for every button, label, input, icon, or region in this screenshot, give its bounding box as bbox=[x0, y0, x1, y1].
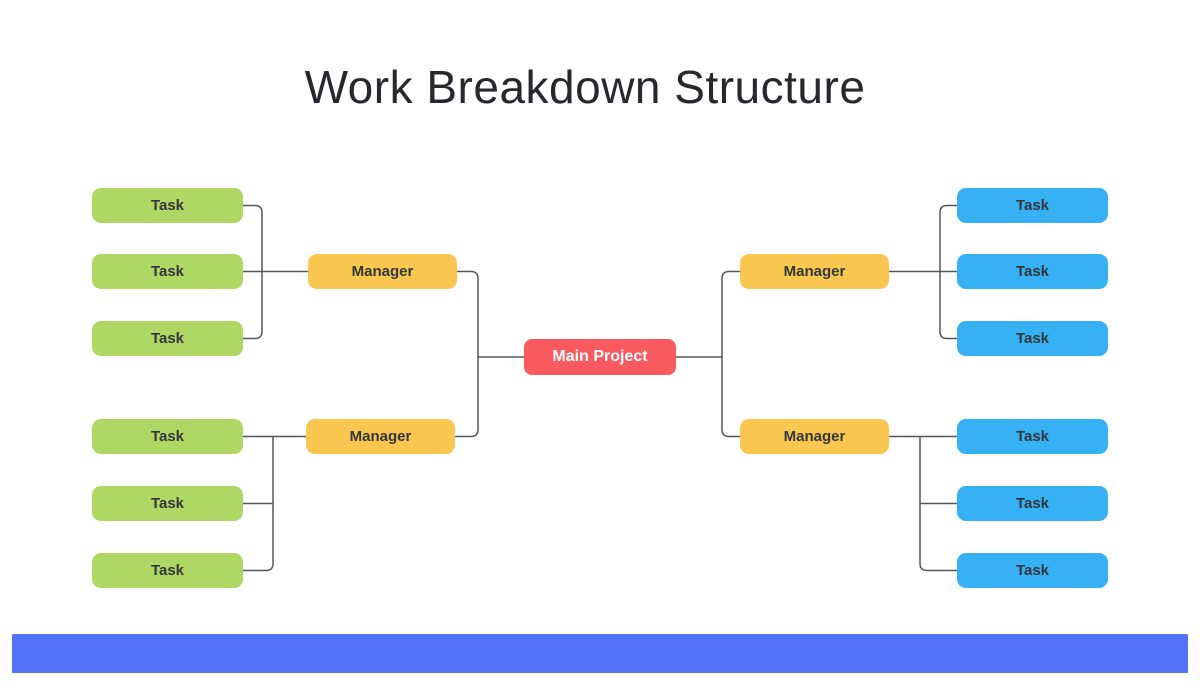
task-node-left-bottom-2[interactable]: Task bbox=[92, 486, 243, 521]
page-title: Work Breakdown Structure bbox=[304, 61, 866, 113]
task-node-right-bottom-2[interactable]: Task bbox=[957, 486, 1108, 521]
footer-accent-bar bbox=[12, 634, 1188, 673]
task-node-left-bottom-3[interactable]: Task bbox=[92, 553, 243, 588]
task-node-right-top-1[interactable]: Task bbox=[957, 188, 1108, 223]
task-node-right-top-2[interactable]: Task bbox=[957, 254, 1108, 289]
task-node-right-top-3[interactable]: Task bbox=[957, 321, 1108, 356]
task-node-left-top-3[interactable]: Task bbox=[92, 321, 243, 356]
task-node-right-bottom-1[interactable]: Task bbox=[957, 419, 1108, 454]
task-node-right-bottom-3[interactable]: Task bbox=[957, 553, 1108, 588]
manager-node-right-bottom[interactable]: Manager bbox=[740, 419, 889, 454]
task-node-left-top-1[interactable]: Task bbox=[92, 188, 243, 223]
manager-node-left-bottom[interactable]: Manager bbox=[306, 419, 455, 454]
task-node-left-top-2[interactable]: Task bbox=[92, 254, 243, 289]
task-node-left-bottom-1[interactable]: Task bbox=[92, 419, 243, 454]
manager-node-right-top[interactable]: Manager bbox=[740, 254, 889, 289]
root-node-main-project[interactable]: Main Project bbox=[524, 339, 676, 375]
manager-node-left-top[interactable]: Manager bbox=[308, 254, 457, 289]
